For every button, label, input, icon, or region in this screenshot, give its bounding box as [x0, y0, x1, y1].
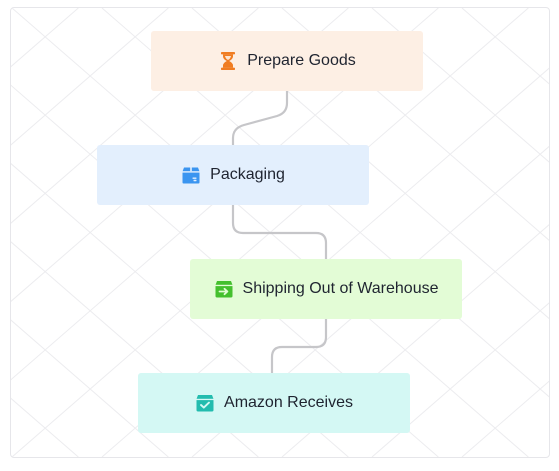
- step-label: Prepare Goods: [247, 52, 356, 69]
- step-label: Shipping Out of Warehouse: [242, 280, 439, 297]
- connector-3-4: [270, 319, 328, 373]
- step-packaging[interactable]: Packaging: [97, 145, 369, 205]
- package-box-icon: [181, 165, 201, 185]
- connector-2-3: [231, 205, 328, 259]
- hourglass-icon: [218, 51, 238, 71]
- step-amazon-receives[interactable]: Amazon Receives: [138, 373, 410, 433]
- connector-1-2: [231, 91, 289, 145]
- step-prepare-goods[interactable]: Prepare Goods: [151, 31, 423, 91]
- step-shipping-out-of-warehouse[interactable]: Shipping Out of Warehouse: [190, 259, 462, 319]
- diagram-canvas: Prepare Goods Packaging Shipping Out of …: [10, 7, 550, 458]
- step-label: Packaging: [210, 166, 285, 183]
- connectors: [231, 91, 328, 373]
- shipping-box-icon: [214, 279, 234, 299]
- step-label: Amazon Receives: [224, 394, 353, 411]
- check-box-icon: [195, 393, 215, 413]
